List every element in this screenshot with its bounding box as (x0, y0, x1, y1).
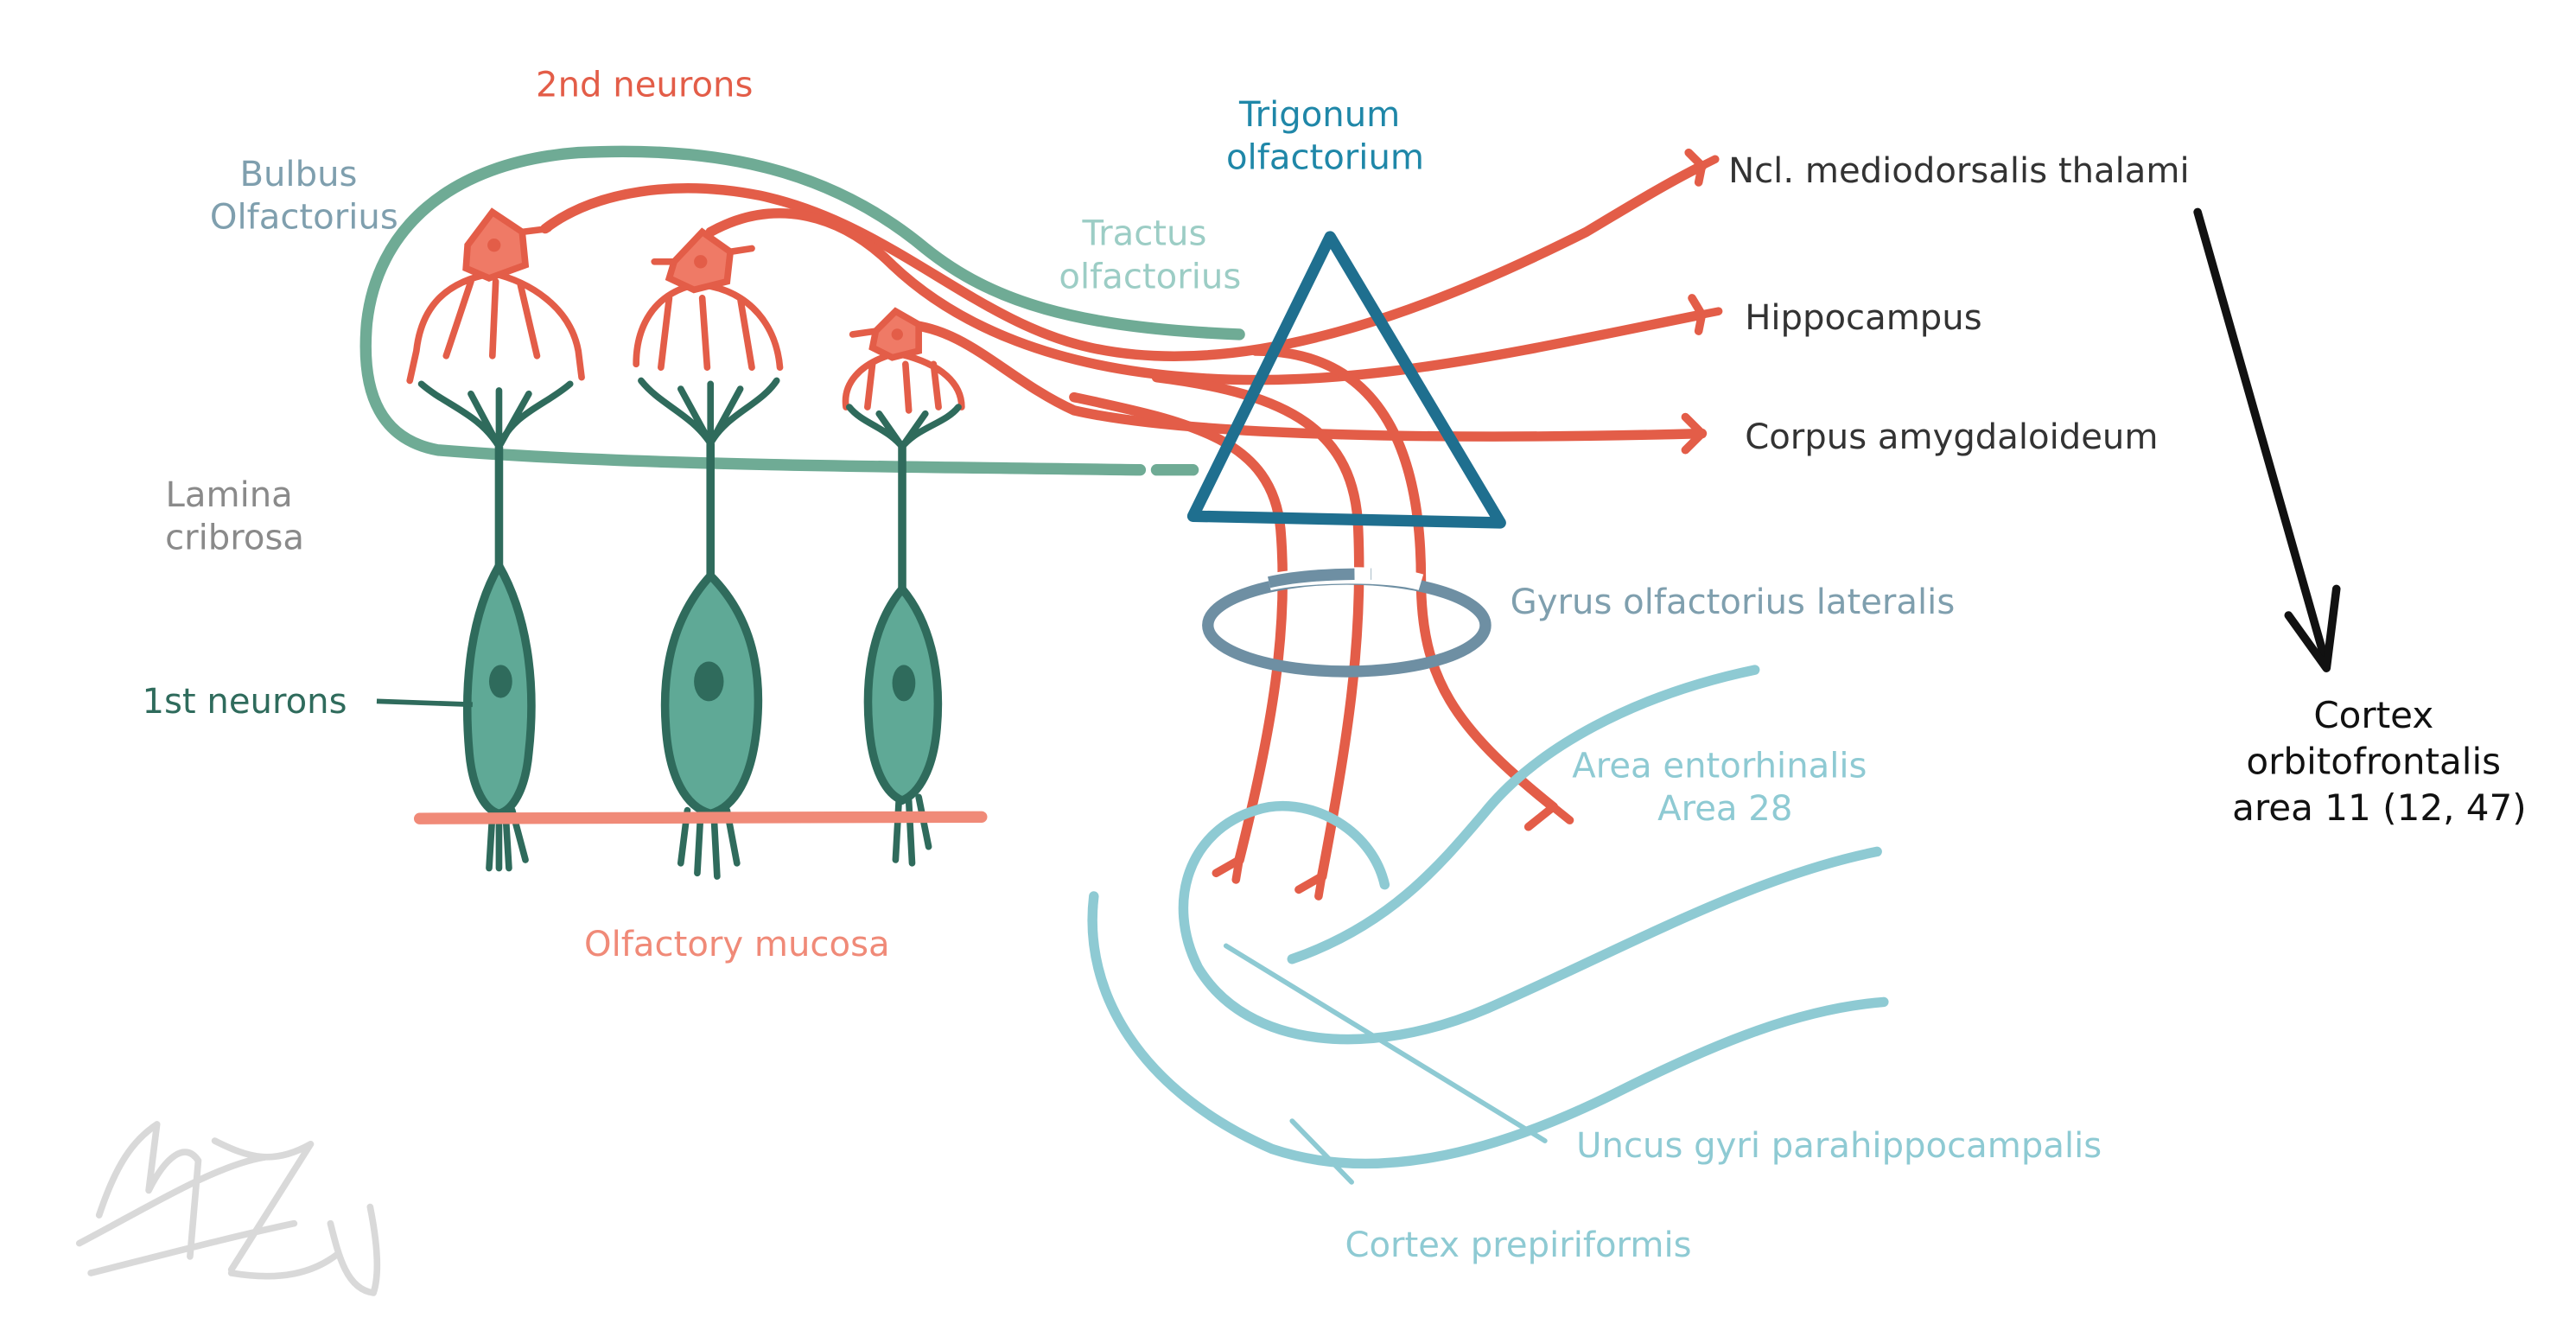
thalami-label: Ncl. mediodorsalis thalami (1728, 151, 2190, 191)
hippocampus-label: Hippocampus (1745, 298, 1981, 338)
gyrus-lateralis-label: Gyrus olfactorius lateralis (1511, 582, 1956, 622)
first-neurons (376, 443, 943, 880)
receptor-neuron-3 (863, 446, 943, 867)
trigonum-label-line-2: olfactorium (1226, 138, 1424, 178)
cortex-prepiriformis-label: Cortex prepiriformis (1345, 1225, 1691, 1265)
axon-3 (900, 319, 1708, 442)
receptor-neuron-1 (462, 446, 536, 872)
first-neurons-label: 1st neurons (142, 682, 347, 722)
mitral-cell-2 (633, 227, 784, 371)
entorhinalis-label-line-2: Area 28 (1657, 789, 1792, 829)
olfactory-glomeruli (417, 377, 962, 450)
bulbus-label-line-2: Olfactorius (210, 198, 398, 238)
artist-signature (75, 1121, 381, 1296)
trigonum-olfactorium-triangle (1186, 231, 1506, 529)
mitral-cell-1 (406, 207, 585, 385)
axon-terminal-forks (1212, 148, 1723, 901)
tractus-label-line-2: olfactorius (1059, 257, 1241, 296)
gyrus-olfactorius-lateralis-ring (1202, 567, 1492, 678)
lamina-label-line-2: cribrosa (165, 519, 304, 558)
mitral-cell-3 (842, 307, 965, 414)
piriform-cortex-curves (1087, 665, 1889, 1185)
cortex-orbitofrontalis-label: Cortex orbitofrontalis area 11 (12, 47) (2232, 694, 2527, 829)
orbito-label-line-2: orbitofrontalis (2246, 741, 2501, 783)
area-entorhinalis-label: Area entorhinalis Area 28 (1572, 746, 1878, 829)
receptor-neuron-2 (660, 443, 763, 880)
bulbus-label: Bulbus Olfactorius (210, 155, 398, 238)
bulbus-olfactorius-outline (359, 145, 1245, 476)
tractus-label-line-1: Tractus (1082, 214, 1207, 254)
trigonum-label-line-1: Trigonum (1238, 95, 1400, 135)
amygdala-label: Corpus amygdaloideum (1745, 417, 2158, 457)
second-neurons-label: 2nd neurons (536, 66, 753, 105)
uncus-label: Uncus gyri parahippocampalis (1576, 1126, 2102, 1166)
tractus-label: Tractus olfactorius (1059, 214, 1241, 297)
first-neurons-pointer (376, 698, 473, 708)
orbito-label-line-1: Cortex (2313, 694, 2433, 736)
orbito-label-line-3: area 11 (12, 47) (2232, 786, 2527, 829)
fiber-left (1069, 391, 1288, 865)
orbitofrontal-arrow (2193, 207, 2341, 672)
entorhinalis-label-line-1: Area entorhinalis (1572, 746, 1867, 786)
second-neuron-axons (540, 161, 1708, 882)
bulbus-label-line-1: Bulbus (239, 155, 357, 194)
olfactory-mucosa-label: Olfactory mucosa (584, 925, 890, 964)
trigonum-label: Trigonum olfactorium (1226, 95, 1424, 178)
olfactory-mucosa-line (413, 811, 988, 824)
fiber-middle (1151, 372, 1364, 882)
lamina-cribrosa-label: Lamina cribrosa (165, 475, 304, 558)
axon-2 (705, 208, 1708, 385)
lamina-label-line-1: Lamina (166, 475, 293, 515)
axon-1 (540, 161, 1708, 361)
